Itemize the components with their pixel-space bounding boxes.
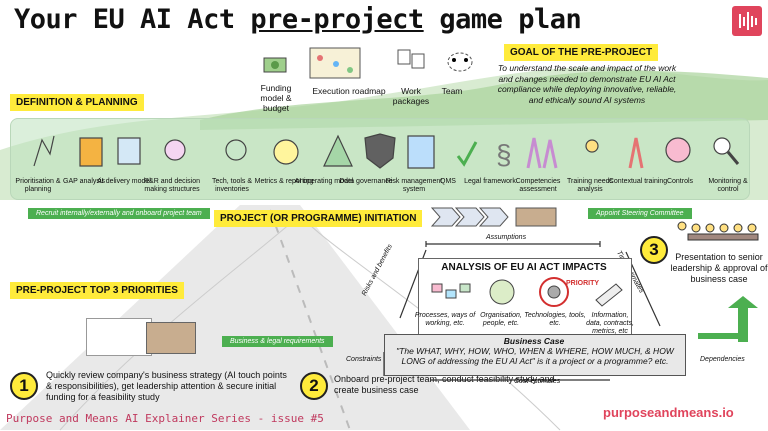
business-case-title: Business Case xyxy=(503,336,565,346)
constraints-label: Constraints xyxy=(346,356,382,363)
step-1-text: Quickly review company's business strate… xyxy=(46,370,287,402)
business-case-box xyxy=(384,334,686,376)
priorities-label: PRE-PROJECT TOP 3 PRIORITIES xyxy=(10,282,184,299)
cost-label: Cost estimates xyxy=(514,378,561,385)
planning-item-monitoring: Monitoring & control xyxy=(708,178,748,193)
planning-item-data-governance: Data governance xyxy=(339,178,393,185)
planning-item-tech-tools: Tech, tools & inventories xyxy=(211,178,253,193)
initiation-label: PROJECT (OR PROGRAMME) INITIATION xyxy=(214,210,423,227)
top-item-work-packages: Work packages xyxy=(392,86,430,106)
business-meeting-illustration xyxy=(86,318,152,356)
impacts-title: ANALYSIS OF EU AI ACT IMPACTS xyxy=(441,262,607,273)
business-case-text: "The WHAT, WHY, HOW, WHO, WHEN & WHERE, … xyxy=(396,346,674,366)
top-item-funding: Funding model & budget xyxy=(260,83,292,113)
recruit-arrow: Recruit internally/externally and onboar… xyxy=(28,208,210,219)
goal-text: To understand the scale and impact of th… xyxy=(497,63,677,105)
money-stack-illustration xyxy=(146,322,196,354)
goal-label: GOAL OF THE PRE-PROJECT xyxy=(504,44,659,61)
initiation-chevrons xyxy=(430,207,557,227)
planning-item-competencies: Competencies assessment xyxy=(515,178,561,193)
impact-icons xyxy=(431,277,623,307)
top-item-roadmap: Execution roadmap xyxy=(312,86,386,96)
step-1-number: 1 xyxy=(10,372,38,400)
step-3-text: Presentation to senior leadership & appr… xyxy=(670,252,768,284)
planning-item-ai-operating: AI operating model xyxy=(294,178,354,185)
planning-item-training-needs: Training needs analysis xyxy=(566,178,614,193)
svg-text:§: § xyxy=(496,139,512,170)
planning-item-metrics: Metrics & reporting xyxy=(254,178,314,185)
priority-tag: PRIORITY xyxy=(566,280,600,287)
planning-item-legal: Legal framework xyxy=(464,178,516,185)
leadership-meeting-illustration xyxy=(677,221,759,241)
planning-item-ai-delivery: AI delivery model xyxy=(97,178,151,185)
planning-icons: § xyxy=(33,133,740,170)
steering-arrow: Appoint Steering Committee xyxy=(588,208,692,219)
planning-item-qms: QMS xyxy=(440,178,456,185)
footer-series: Purpose and Means AI Explainer Series - … xyxy=(6,412,324,425)
definition-label: DEFINITION & PLANNING xyxy=(10,94,144,111)
impact-technologies: Technologies, tools, etc. xyxy=(524,312,586,327)
top-icons xyxy=(258,44,490,80)
planning-item-controls: Controls xyxy=(666,178,694,185)
step-2-number: 2 xyxy=(300,372,328,400)
dependencies-label: Dependencies xyxy=(700,356,745,363)
planning-item-risk-management: Risk management system xyxy=(385,178,443,193)
planning-item-prioritisation: Prioritisation & planning xyxy=(15,178,61,193)
planning-item-contextual-training: Contextual training xyxy=(608,178,668,185)
planning-item-rr-decision: R&R and decision making structures xyxy=(143,178,201,193)
business-legal-arrow: Business & legal requirements xyxy=(222,336,333,347)
impact-information: Information, data, contracts, metrics, e… xyxy=(586,312,634,335)
impact-organisation: Organisation, people, etc. xyxy=(480,312,522,327)
analysis-frame xyxy=(383,241,675,381)
page-title: Your EU AI Act pre-project game plan xyxy=(14,4,582,35)
step-2-text: Onboard pre-project team, conduct feasib… xyxy=(334,374,555,395)
step-3-number: 3 xyxy=(640,236,668,264)
return-arrow xyxy=(698,296,758,342)
footer-url[interactable]: purposeandmeans.io xyxy=(603,405,734,420)
impact-processes: Processes, ways of working, etc. xyxy=(414,312,476,327)
planning-item-gap-analysis: GAP analysis xyxy=(63,178,105,185)
brand-logo xyxy=(732,6,762,36)
assumptions-label: Assumptions xyxy=(486,234,527,241)
top-item-team: Team xyxy=(441,86,463,96)
